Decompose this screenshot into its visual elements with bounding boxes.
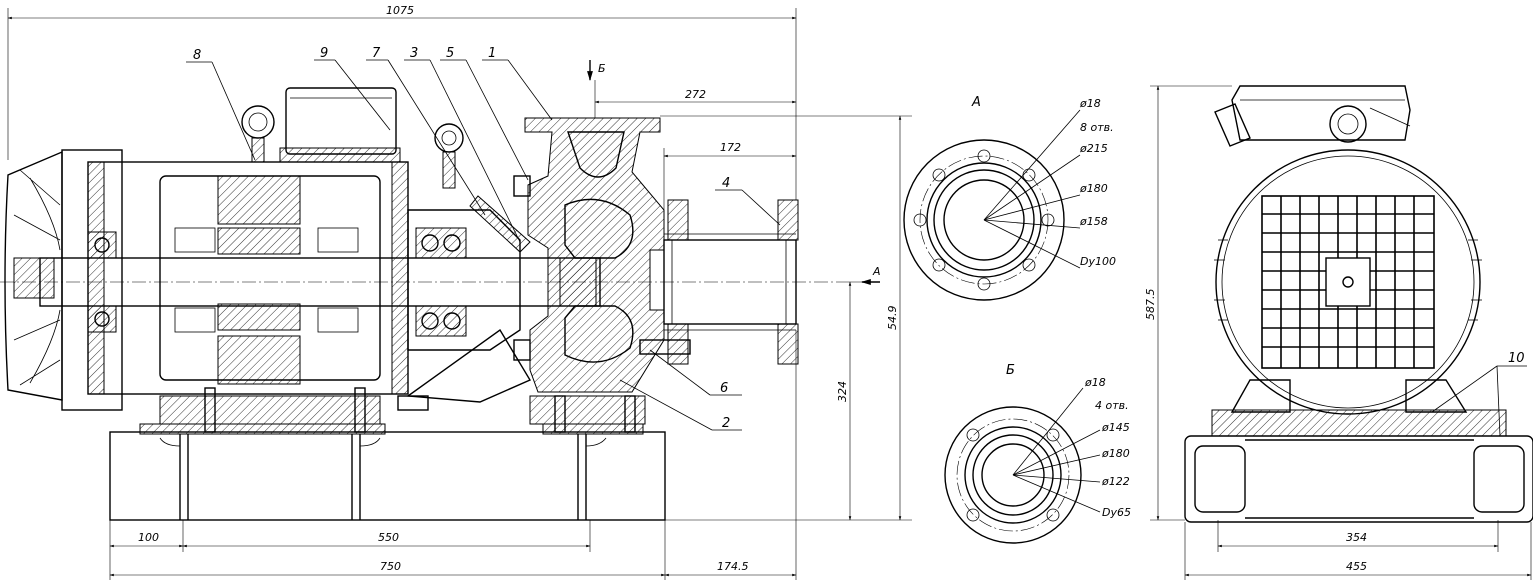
motor-body: [87, 161, 409, 395]
view-a-note-hole-dia: ø18: [1079, 97, 1101, 110]
inlet-pipe: [663, 199, 799, 365]
dim-overhang: 174.5: [717, 560, 749, 573]
view-b-title: Б: [1006, 363, 1015, 378]
section-mark-a: А: [872, 265, 881, 278]
callout-1: 1: [488, 46, 496, 61]
callout-2: 2: [722, 416, 730, 431]
end-view: 10: [1184, 85, 1533, 523]
view-a-note-outer-dia: ø215: [1079, 142, 1108, 155]
callout-5: 5: [446, 46, 454, 61]
dim-end-height: 587.5: [1144, 289, 1157, 321]
view-b-note-hole-dia: ø18: [1084, 376, 1106, 389]
view-a-note-nominal-size: Dy100: [1080, 255, 1116, 268]
base-frame: [109, 423, 666, 521]
view-b-note-pcd: ø180: [1101, 447, 1130, 460]
pump-volute: [513, 117, 691, 393]
flange-view-a: А ø18 8 отв. ø215 ø180 ø158 Dy100: [903, 95, 1116, 301]
dim-frame-length: 750: [380, 560, 401, 573]
callout-9: 9: [320, 46, 328, 61]
view-a-note-raised-face: ø158: [1079, 215, 1108, 228]
side-callouts: 8 9 7 3 5 1 4 6 2: [186, 46, 781, 431]
dim-flange-offset: 272: [685, 88, 706, 101]
side-dimensions: 1075 272 172 324 54.9 100 550 750 174.5 …: [7, 4, 912, 580]
callout-3: 3: [410, 46, 418, 61]
callout-10: 10: [1508, 351, 1525, 366]
flange-view-b: Б ø18 4 отв. ø145 ø180 ø122 Dy65: [944, 363, 1131, 544]
side-view: [0, 87, 850, 521]
section-mark-b: Б: [598, 62, 606, 75]
end-dimensions: 587.5 354 455: [1144, 85, 1532, 580]
dim-foot-spacing: 550: [378, 531, 399, 544]
view-a-title: А: [971, 95, 981, 110]
view-b-note-raised-face: ø122: [1101, 475, 1130, 488]
view-b-note-nominal-size: Dy65: [1102, 506, 1131, 519]
dim-outlet-length: 172: [720, 141, 741, 154]
terminal-box: [279, 87, 401, 163]
fan-cover: [4, 149, 123, 411]
dim-frame-width: 354: [1346, 531, 1367, 544]
dim-foot-offset: 100: [138, 531, 159, 544]
callout-6: 6: [720, 381, 728, 396]
dim-overall-length: 1075: [386, 4, 414, 17]
dim-total-height: 324: [836, 381, 849, 402]
fan-grille: [1261, 195, 1435, 369]
callout-4: 4: [722, 176, 730, 191]
callout-7: 7: [372, 46, 381, 61]
view-b-note-outer-dia: ø145: [1101, 421, 1130, 434]
view-b-note-hole-count: 4 отв.: [1095, 399, 1129, 412]
dim-shaft-height: 54.9: [886, 306, 899, 331]
view-a-note-pcd: ø180: [1079, 182, 1108, 195]
dim-overall-width: 455: [1346, 560, 1367, 573]
view-a-note-hole-count: 8 отв.: [1080, 121, 1114, 134]
bearing-housing: [406, 195, 532, 403]
callout-8: 8: [193, 48, 201, 63]
